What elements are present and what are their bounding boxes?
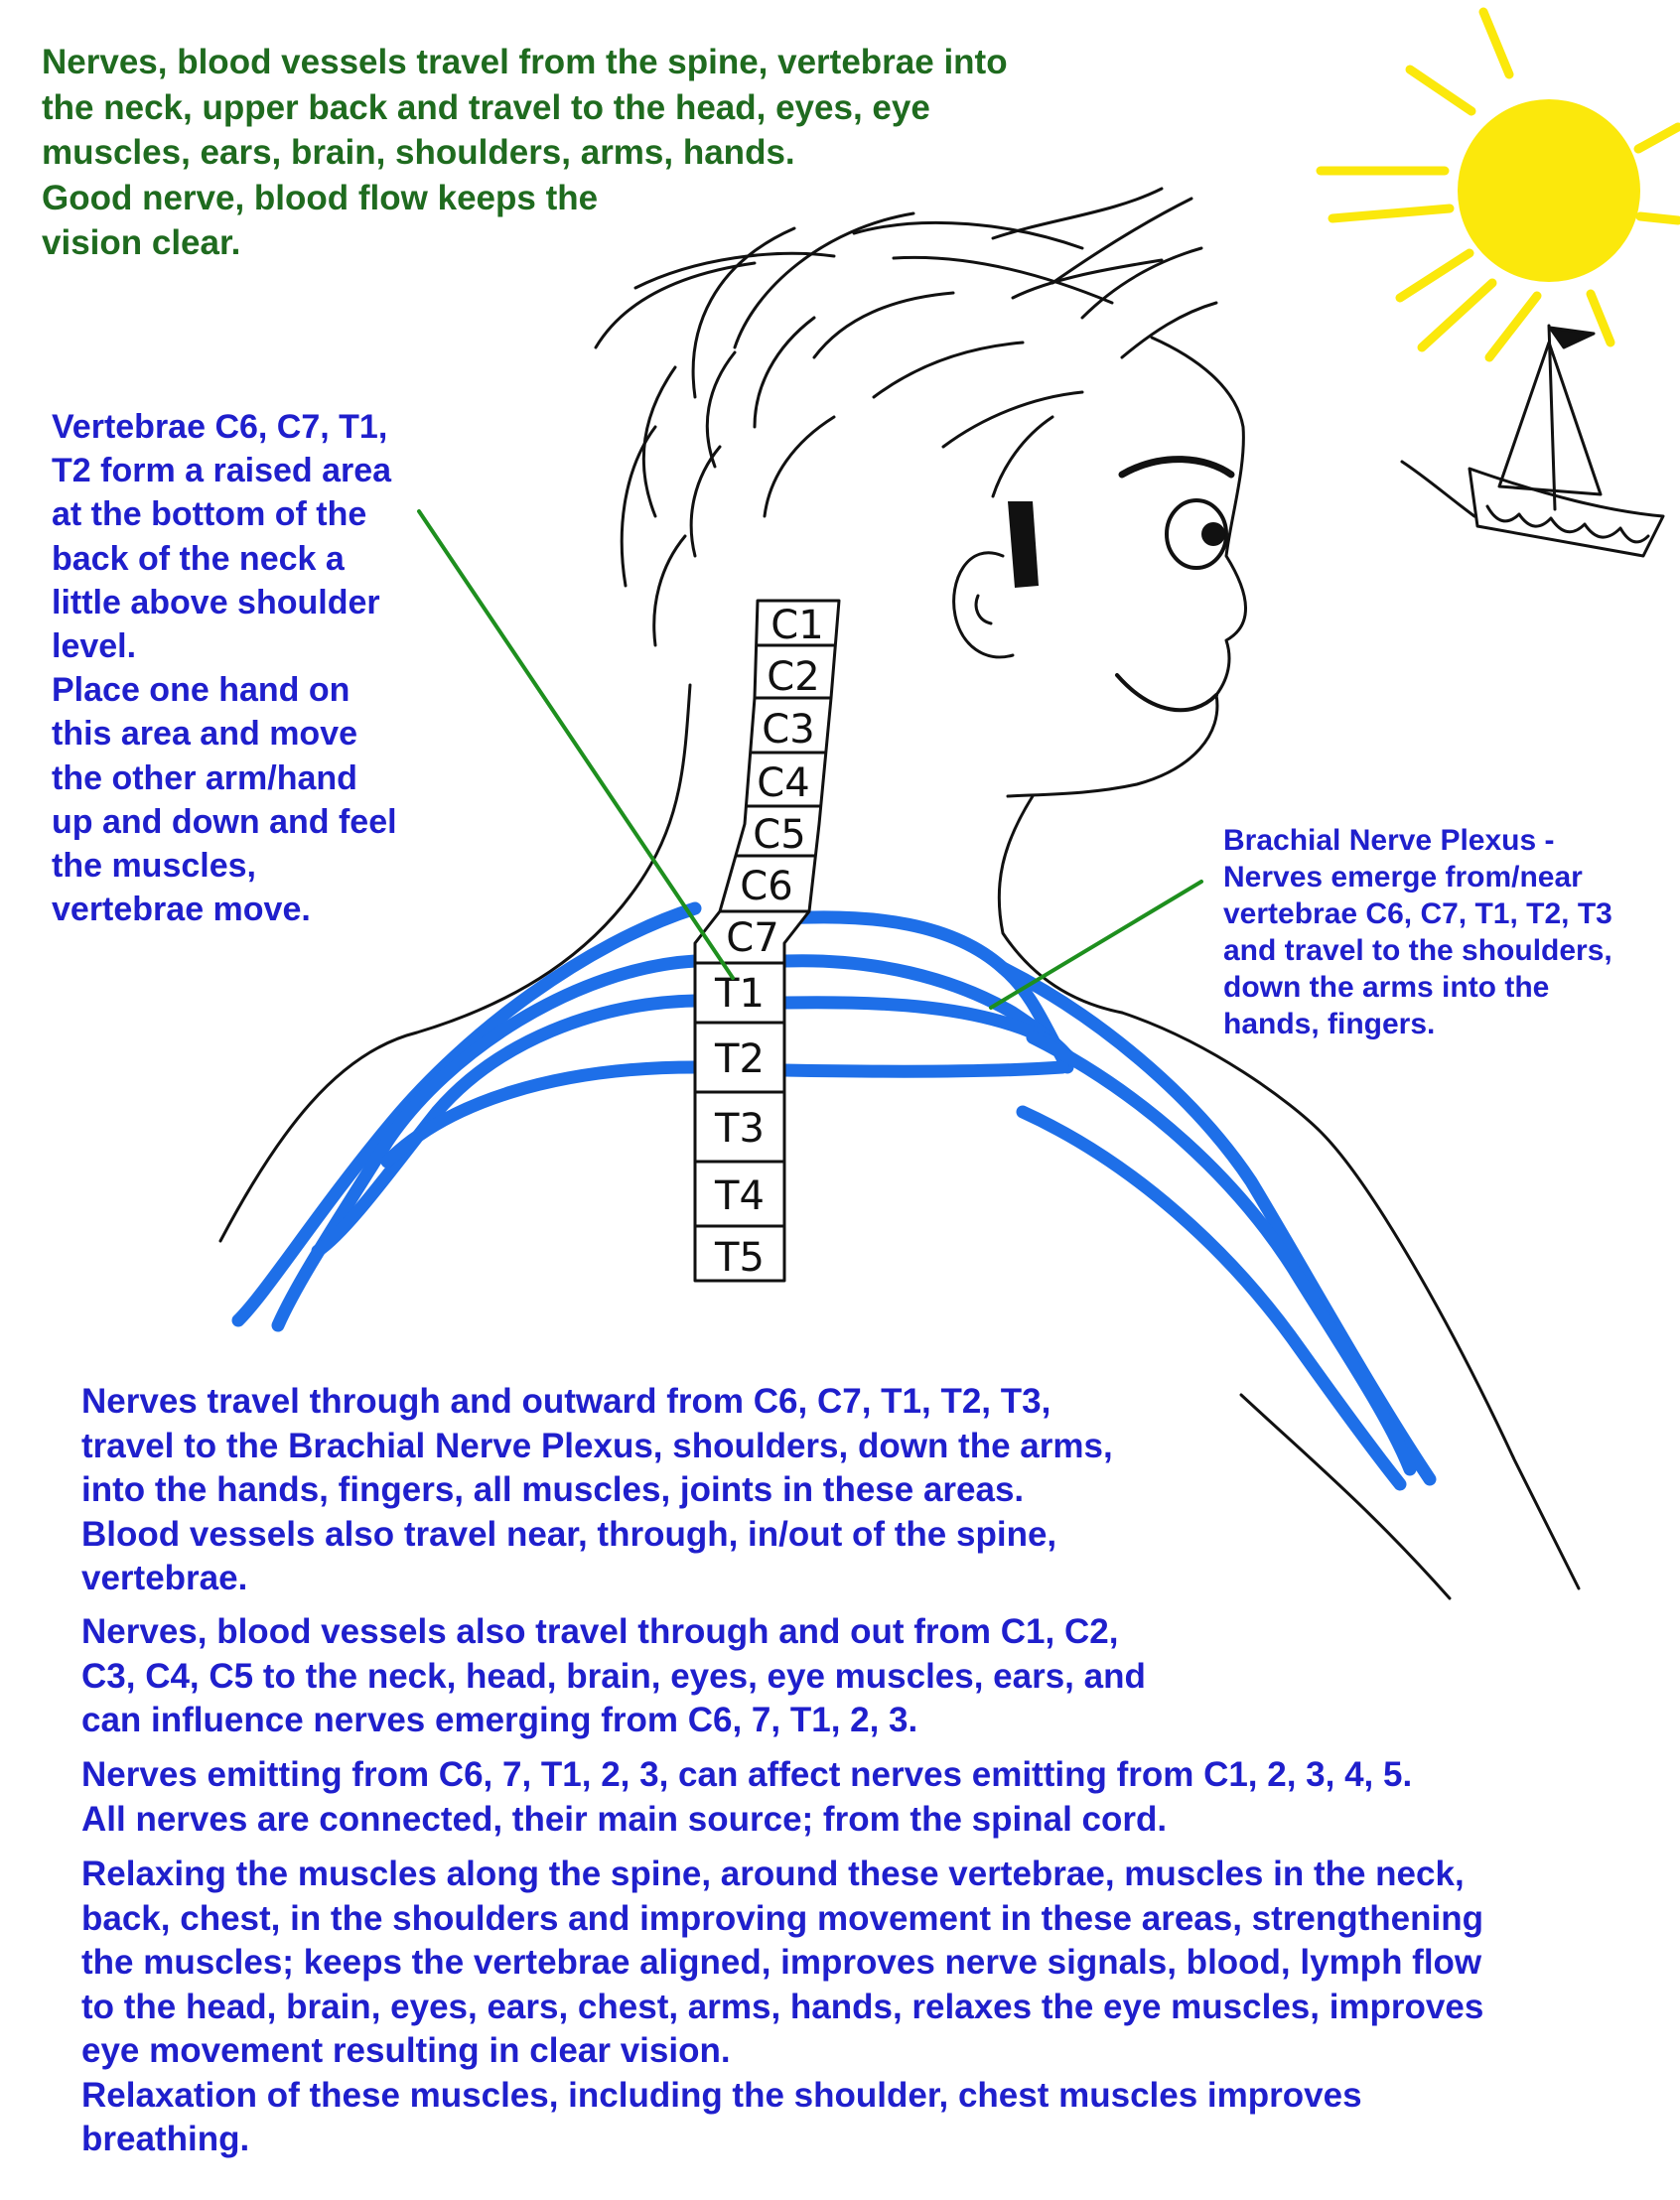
ear — [952, 551, 1015, 659]
plexus-note-line: Nerves emerge from/near — [1223, 861, 1583, 894]
paragraph-line: the muscles; keeps the vertebrae aligned… — [81, 1943, 1482, 1982]
vertebrae-pointer-line — [417, 509, 735, 980]
paragraph-line: All nerves are connected, their main sou… — [81, 1799, 1168, 1839]
underarm-right — [1239, 1393, 1452, 1600]
vertebra-label-c4: C4 — [757, 760, 809, 806]
sideburn — [1008, 501, 1039, 588]
person-figure — [218, 336, 1581, 1600]
nerve-pathways — [231, 901, 1437, 1491]
eye — [1165, 498, 1228, 570]
paragraph-connected-nerves: Nerves emitting from C6, 7, T1, 2, 3, ca… — [81, 1753, 1412, 1842]
sailboat-icon — [1400, 324, 1665, 558]
paragraph-line: Nerves emitting from C6, 7, T1, 2, 3, ca… — [81, 1755, 1413, 1794]
intro-line: vision clear. — [42, 223, 241, 262]
plexus-note-line: hands, fingers. — [1223, 1008, 1436, 1040]
vertebrae-note-line: little above shoulder — [52, 583, 380, 621]
vertebra-label-c5: C5 — [753, 812, 805, 858]
vertebra-label-c3: C3 — [762, 707, 814, 753]
eyebrow — [1118, 456, 1235, 479]
paragraph-line: back, chest, in the shoulders and improv… — [81, 1898, 1483, 1938]
vertebra-label-c2: C2 — [767, 654, 819, 700]
vertebrae-note-line: Vertebrae C6, C7, T1, — [52, 408, 388, 446]
intro-text: Nerves, blood vessels travel from the sp… — [42, 40, 1008, 266]
sun-rays — [1316, 7, 1680, 362]
paragraph-line: Blood vessels also travel near, through,… — [81, 1514, 1057, 1554]
shoulder-right — [1120, 1011, 1581, 1590]
face-profile — [1006, 336, 1247, 798]
back-of-neck — [218, 683, 692, 1243]
brachial-plexus-note: Brachial Nerve Plexus - Nerves emerge fr… — [1223, 822, 1612, 1042]
vertebrae-note-line: level. — [52, 627, 137, 666]
paragraph-line: to the head, brain, eyes, ears, chest, a… — [81, 1987, 1484, 2026]
vertebrae-note-line: the muscles, — [52, 847, 256, 886]
vertebrae-note-line: up and down and feel — [52, 802, 397, 841]
vertebra-labels: C1 C2 C3 C4 C5 C6 C7 T1 T2 T3 T4 T5 — [714, 603, 824, 1281]
paragraph-line: breathing. — [81, 2120, 250, 2158]
plexus-note-line: Brachial Nerve Plexus - — [1223, 824, 1555, 857]
spine-column: C1 C2 C3 C4 C5 C6 C7 T1 T2 T3 T4 T5 — [693, 599, 841, 1283]
neck-front — [997, 794, 1124, 1015]
vertebra-label-c6: C6 — [740, 864, 792, 909]
paragraph-line: travel to the Brachial Nerve Plexus, sho… — [81, 1426, 1113, 1465]
sun-disc — [1458, 99, 1640, 282]
plexus-note-line: and travel to the shoulders, — [1223, 934, 1612, 967]
vertebra-label-t1: T1 — [714, 971, 765, 1017]
pupil — [1201, 522, 1225, 546]
vertebra-label-t2: T2 — [714, 1036, 765, 1082]
pointer-lines — [417, 509, 1203, 1010]
vertebrae-note-line: at the bottom of the — [52, 495, 367, 534]
vertebrae-note-line: back of the neck a — [52, 539, 345, 578]
paragraph-line: Relaxation of these muscles, including t… — [81, 2075, 1362, 2115]
plexus-note-line: down the arms into the — [1223, 971, 1550, 1004]
vertebra-label-c1: C1 — [770, 603, 823, 648]
vertebrae-note-line: vertebrae move. — [52, 891, 311, 929]
plexus-pointer-line — [989, 880, 1203, 1010]
paragraph-line: vertebrae. — [81, 1559, 248, 1597]
vertebra-label-t5: T5 — [714, 1235, 765, 1281]
vertebrae-note-line: T2 form a raised area — [52, 452, 392, 490]
paragraph-relaxation: Relaxing the muscles along the spine, ar… — [81, 1853, 1483, 2162]
vertebra-label-c7: C7 — [726, 915, 778, 961]
vertebrae-note-line: this area and move — [52, 715, 358, 754]
plexus-note-line: vertebrae C6, C7, T1, T2, T3 — [1223, 897, 1612, 930]
hair — [594, 187, 1218, 647]
intro-line: the neck, upper back and travel to the h… — [42, 87, 930, 127]
vertebra-label-t4: T4 — [714, 1173, 765, 1219]
paragraph-nerve-travel: Nerves travel through and outward from C… — [81, 1380, 1113, 1601]
paragraph-line: C3, C4, C5 to the neck, head, brain, eye… — [81, 1656, 1146, 1696]
intro-line: Nerves, blood vessels travel from the sp… — [42, 43, 1008, 81]
smile — [1115, 673, 1218, 713]
paragraph-line: Nerves, blood vessels also travel throug… — [81, 1612, 1119, 1651]
paragraph-line: can influence nerves emerging from C6, 7… — [81, 1701, 918, 1739]
paragraph-line: eye movement resulting in clear vision. — [81, 2031, 731, 2070]
intro-line: muscles, ears, brain, shoulders, arms, h… — [42, 133, 795, 172]
paragraph-line: into the hands, fingers, all muscles, jo… — [81, 1470, 1025, 1509]
paragraph-line: Nerves travel through and outward from C… — [81, 1382, 1051, 1421]
vertebra-dividers — [695, 643, 836, 1228]
paragraph-upper-cervical: Nerves, blood vessels also travel throug… — [81, 1610, 1146, 1743]
vertebrae-note-line: the other arm/hand — [52, 758, 357, 797]
sun-icon — [1316, 7, 1680, 362]
intro-line: Good nerve, blood flow keeps the — [42, 178, 599, 217]
vertebrae-note-line: Place one hand on — [52, 671, 350, 710]
vertebra-label-t3: T3 — [714, 1106, 765, 1152]
vertebrae-note: Vertebrae C6, C7, T1, T2 form a raised a… — [52, 405, 397, 931]
paragraph-line: Relaxing the muscles along the spine, ar… — [81, 1855, 1465, 1893]
